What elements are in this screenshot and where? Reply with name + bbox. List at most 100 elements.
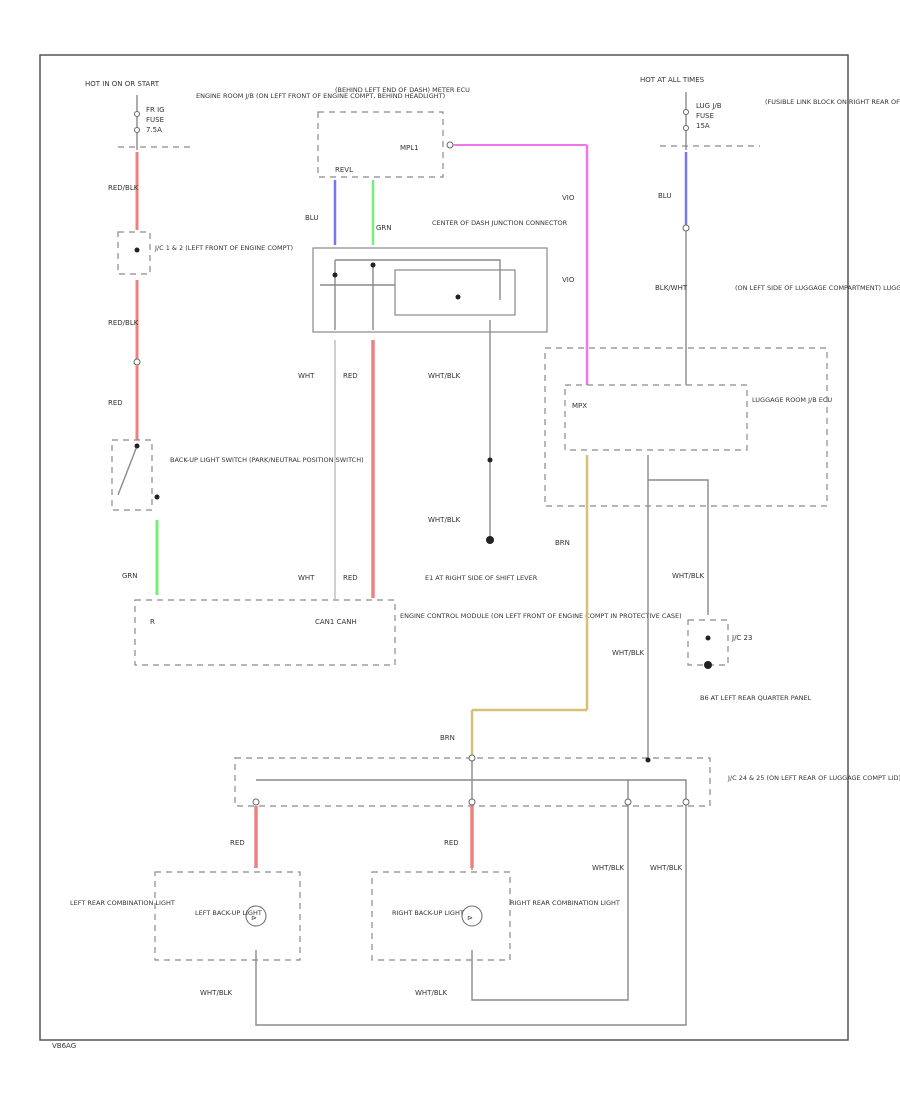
jc23-dot (705, 635, 711, 641)
fuse-right-bottom (683, 125, 689, 131)
rear-splice-5 (682, 798, 690, 806)
label-grn-2: GRN (376, 224, 392, 232)
center-dash-dot-2 (370, 262, 376, 268)
label-blk-wht: BLK/WHT (655, 284, 688, 292)
wire-ground-right (647, 455, 709, 760)
label-right-rear: RIGHT REAR COMBINATION LIGHT (510, 899, 620, 907)
label-center-dash: CENTER OF DASH JUNCTION CONNECTOR (432, 219, 568, 227)
label-left-backup: LEFT BACK-UP LIGHT (195, 909, 262, 917)
label-left-rear: LEFT REAR COMBINATION LIGHT (70, 899, 175, 907)
label-fuse-word-right: FUSE (696, 112, 714, 120)
label-vio-1: VIO (562, 194, 575, 202)
right-bulb-symbol: ⊳ (467, 914, 473, 922)
center-dash-dot-3 (455, 294, 461, 300)
left-bulb (245, 905, 267, 927)
rear-splice-1 (468, 754, 476, 762)
label-wht-blk-1: WHT/BLK (428, 372, 461, 380)
jc-left-box (117, 231, 151, 275)
backup-switch-contact (154, 494, 160, 500)
left-bulb-symbol: ⊳ (251, 914, 257, 922)
label-red-4: RED (343, 372, 358, 380)
label-wht-blk-7: WHT/BLK (200, 989, 233, 997)
label-jc-left: J/C 1 & 2 (LEFT FRONT OF ENGINE COMPT) (154, 244, 293, 252)
label-luggage-side: (ON LEFT SIDE OF LUGGAGE COMPARTMENT) LU… (735, 284, 900, 292)
wire-rear-bus (255, 755, 687, 1026)
label-red-5: RED (343, 574, 358, 582)
label-ecm: ENGINE CONTROL MODULE (ON LEFT FRONT OF … (400, 612, 682, 620)
center-dash-dot-1 (332, 272, 338, 278)
quarter-ground-dot (704, 661, 712, 669)
label-brn-1: BRN (555, 539, 570, 547)
label-rev: REVL (335, 166, 353, 174)
center-dash-bus (320, 259, 501, 330)
label-fusible: (FUSIBLE LINK BLOCK ON RIGHT REAR OF ENG… (765, 98, 900, 106)
shift-ground-dot-2 (486, 536, 494, 544)
meter-ecu-box (317, 111, 444, 178)
right-rear-box (371, 871, 511, 961)
center-dash-inner (394, 269, 516, 316)
diagram-frame (39, 54, 849, 1041)
label-behind-left: (BEHIND LEFT END OF DASH) METER ECU (335, 86, 470, 94)
backup-switch-box (111, 439, 153, 511)
rear-splice-4 (624, 798, 632, 806)
label-wht-1: WHT (298, 372, 315, 380)
label-can: CAN1 CANH (315, 618, 357, 626)
label-wht-2: WHT (298, 574, 315, 582)
rear-dot-1 (645, 757, 651, 763)
label-right-backup: RIGHT BACK-UP LIGHT (392, 909, 464, 917)
luggage-ecu-box (564, 384, 748, 451)
label-wht-blk-6: WHT/BLK (650, 864, 683, 872)
label-wht-blk-3: WHT/BLK (672, 572, 705, 580)
fuse-bottom-terminal (134, 127, 140, 133)
label-blu-1: BLU (305, 214, 318, 222)
label-fuse-word: FUSE (146, 116, 164, 124)
label-jc23: J/C 23 (731, 634, 752, 642)
mpl-terminal (446, 141, 454, 149)
label-red-blk-2: RED/BLK (108, 319, 139, 327)
label-red-6: RED (230, 839, 245, 847)
label-fuse-ecu: FR IG (146, 106, 165, 114)
fuse-right-top (683, 109, 689, 115)
label-blu-2: BLU (658, 192, 671, 200)
shift-ground-dot-1 (487, 457, 493, 463)
label-jc-rear: J/C 24 & 25 (ON LEFT REAR OF LUGGAGE COM… (727, 774, 900, 782)
rear-splice-3 (252, 798, 260, 806)
label-vio-2: VIO (562, 276, 575, 284)
label-grn-1: GRN (122, 572, 138, 580)
label-wht-blk-4: WHT/BLK (612, 649, 645, 657)
fuse-top-terminal (134, 111, 140, 117)
label-red-7: RED (444, 839, 459, 847)
label-ground-shift: E1 AT RIGHT SIDE OF SHIFT LEVER (425, 574, 538, 582)
center-dash-box (312, 247, 548, 333)
label-fuse-amp: 7.5A (146, 126, 162, 134)
label-ground-quarter: B6 AT LEFT REAR QUARTER PANEL (700, 694, 812, 702)
label-mpl: MPL1 (400, 144, 419, 152)
label-luggage-ecu: LUGGAGE ROOM J/B ECU (752, 396, 832, 404)
label-fuse-right-amp: 15A (696, 122, 710, 130)
label-backup-switch: BACK-UP LIGHT SWITCH (PARK/NEUTRAL POSIT… (170, 456, 364, 464)
splice-blu (682, 224, 690, 232)
jc23-box (687, 619, 729, 666)
backup-switch-arm (117, 445, 138, 496)
footer-code: VB6AG (52, 1042, 76, 1050)
label-hot-left: HOT IN ON OR START (85, 80, 160, 88)
backup-switch-pivot (134, 443, 140, 449)
label-wht-blk-2: WHT/BLK (428, 516, 461, 524)
rear-splice-2 (468, 798, 476, 806)
label-wht-blk-5: WHT/BLK (592, 864, 625, 872)
label-wht-blk-8: WHT/BLK (415, 989, 448, 997)
label-brn-2: BRN (440, 734, 455, 742)
jc-left-dot (134, 247, 140, 253)
label-hot-right: HOT AT ALL TIMES (640, 76, 705, 84)
label-r: R (150, 618, 155, 626)
label-red-3: RED (108, 399, 123, 407)
label-fuse-right: LUG J/B (696, 102, 722, 110)
ecm-box (134, 599, 396, 666)
left-rear-box (154, 871, 301, 961)
splice-red (133, 358, 141, 366)
right-bulb (461, 905, 483, 927)
label-mpx: MPX (572, 402, 587, 410)
label-engine-room: ENGINE ROOM J/B (ON LEFT FRONT OF ENGINE… (196, 92, 445, 100)
label-red-blk-1: RED/BLK (108, 184, 139, 192)
